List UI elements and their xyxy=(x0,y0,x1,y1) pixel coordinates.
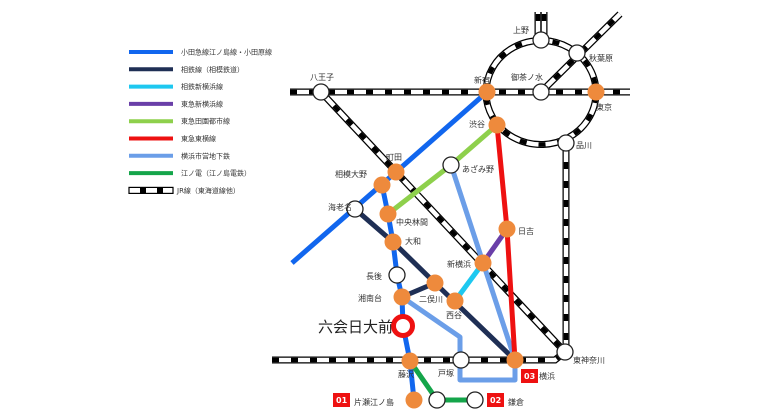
station-label-shonandai: 湘南台 xyxy=(358,293,382,303)
station-label-shibuya: 渋谷 xyxy=(469,119,485,129)
station-chogo[interactable] xyxy=(388,266,406,284)
legend-swatch xyxy=(128,186,174,194)
station-nishiya[interactable] xyxy=(446,292,464,310)
station-shibuya[interactable] xyxy=(488,116,506,134)
legend-label: 東急新横浜線 xyxy=(181,99,223,108)
station-shinjuku[interactable] xyxy=(478,83,496,101)
station-label-azamino: あざみ野 xyxy=(462,164,494,174)
station-label-futamatagawa: 二俣川 xyxy=(419,295,443,304)
station-akihabara[interactable] xyxy=(568,44,586,62)
station-sagamiono[interactable] xyxy=(373,176,391,194)
legend-item-enoden: 江ノ電（江ノ島電鉄） xyxy=(129,169,251,178)
svg-text:03: 03 xyxy=(524,372,535,381)
station-hiyoshi[interactable] xyxy=(498,220,516,238)
legend-label: 相鉄新横浜線 xyxy=(181,82,223,91)
station-tokyo[interactable] xyxy=(587,83,605,101)
station-label-totsuka: 戸塚 xyxy=(438,369,454,378)
station-machida[interactable] xyxy=(387,163,405,181)
svg-text:02: 02 xyxy=(490,396,501,405)
legend-item-jr: JR線（東海道線他） xyxy=(128,186,240,195)
station-label-yokohama: 横浜 xyxy=(539,371,555,381)
station-label-sagamiono: 相模大野 xyxy=(335,169,367,179)
station-label-nishiya: 西谷 xyxy=(446,311,462,320)
station-label-tokyo: 東京 xyxy=(596,102,612,112)
station-number-badge-kamakura: 02 xyxy=(487,393,504,407)
station-label-hiyoshi: 日吉 xyxy=(518,227,534,236)
station-label-ebina: 海老名 xyxy=(328,202,352,212)
station-label-shinagawa: 品川 xyxy=(576,141,592,150)
station-totsuka[interactable] xyxy=(452,351,470,369)
station-label-akihabara: 秋葉原 xyxy=(589,53,613,63)
station-yamato[interactable] xyxy=(384,233,402,251)
legend-item-tokyu_shinyoko: 東急新横浜線 xyxy=(129,99,223,108)
svg-text:01: 01 xyxy=(336,396,348,405)
station-label-machida: 町田 xyxy=(386,153,402,162)
station-label-ochanomizu: 御茶ノ水 xyxy=(511,72,543,82)
station-number-badge-yokohama: 03 xyxy=(521,369,538,383)
station-chuorinkan[interactable] xyxy=(379,205,397,223)
station-higashikanagawa[interactable] xyxy=(556,343,574,361)
station-fujisawa[interactable] xyxy=(401,352,419,370)
station-label-fujisawa: 藤沢 xyxy=(398,369,414,379)
station-label-shinyokohama: 新横浜 xyxy=(447,259,471,269)
station-kamakura[interactable] xyxy=(466,391,484,409)
subway-blue-line-south xyxy=(400,294,518,383)
station-number-badge-katase: 01 xyxy=(333,393,350,407)
sotetsu-main-line xyxy=(353,207,517,362)
current-station-marker[interactable] xyxy=(391,314,415,338)
legend-label: JR線（東海道線他） xyxy=(176,186,240,195)
legend-label: 江ノ電（江ノ島電鉄） xyxy=(181,169,251,178)
station-ochanomizu[interactable] xyxy=(532,83,550,101)
station-shinyokohama[interactable] xyxy=(474,254,492,272)
station-enoA[interactable] xyxy=(428,391,446,409)
legend-label: 東急東横線 xyxy=(181,134,216,143)
legend-item-denentoshi: 東急田園都市線 xyxy=(129,117,230,126)
station-label-katase: 片瀬江ノ島 xyxy=(354,397,394,407)
legend-label: 相鉄線（相模鉄道） xyxy=(181,65,244,74)
legend-label: 小田急線江ノ島線・小田原線 xyxy=(181,48,272,57)
station-label-shinjuku: 新宿 xyxy=(474,75,490,85)
current-station-label: 六会日大前 xyxy=(318,318,393,336)
legend-item-odakyu: 小田急線江ノ島線・小田原線 xyxy=(129,48,272,57)
legend-item-subway: 横浜市営地下鉄 xyxy=(129,151,230,160)
station-shonandai[interactable] xyxy=(393,288,411,306)
station-label-chuorinkan: 中央林間 xyxy=(396,217,428,227)
station-label-higashikanagawa: 東神奈川 xyxy=(573,355,605,365)
legend-item-sotetsu_shinyoko: 相鉄新横浜線 xyxy=(129,82,223,91)
station-label-yamato: 大和 xyxy=(405,236,421,246)
station-label-ueno: 上野 xyxy=(513,26,529,35)
legend-label: 東急田園都市線 xyxy=(181,117,230,126)
station-hachioji[interactable] xyxy=(312,83,330,101)
legend-item-toyoko: 東急東横線 xyxy=(129,134,216,143)
station-azamino[interactable] xyxy=(442,156,460,174)
station-label-chogo: 長後 xyxy=(366,271,382,281)
station-shinagawa[interactable] xyxy=(557,134,575,152)
station-ebina[interactable] xyxy=(346,200,364,218)
station-yokohama[interactable] xyxy=(506,351,524,369)
station-futamatagawa[interactable] xyxy=(426,274,444,292)
legend-item-sotetsu: 相鉄線（相模鉄道） xyxy=(129,65,244,74)
station-ueno[interactable] xyxy=(532,31,550,49)
station-label-hachioji: 八王子 xyxy=(310,73,334,82)
station-katase[interactable] xyxy=(405,391,423,409)
legend-label: 横浜市営地下鉄 xyxy=(181,151,230,160)
station-label-kamakura: 鎌倉 xyxy=(508,397,524,407)
jr-yokohama-line xyxy=(318,89,568,355)
